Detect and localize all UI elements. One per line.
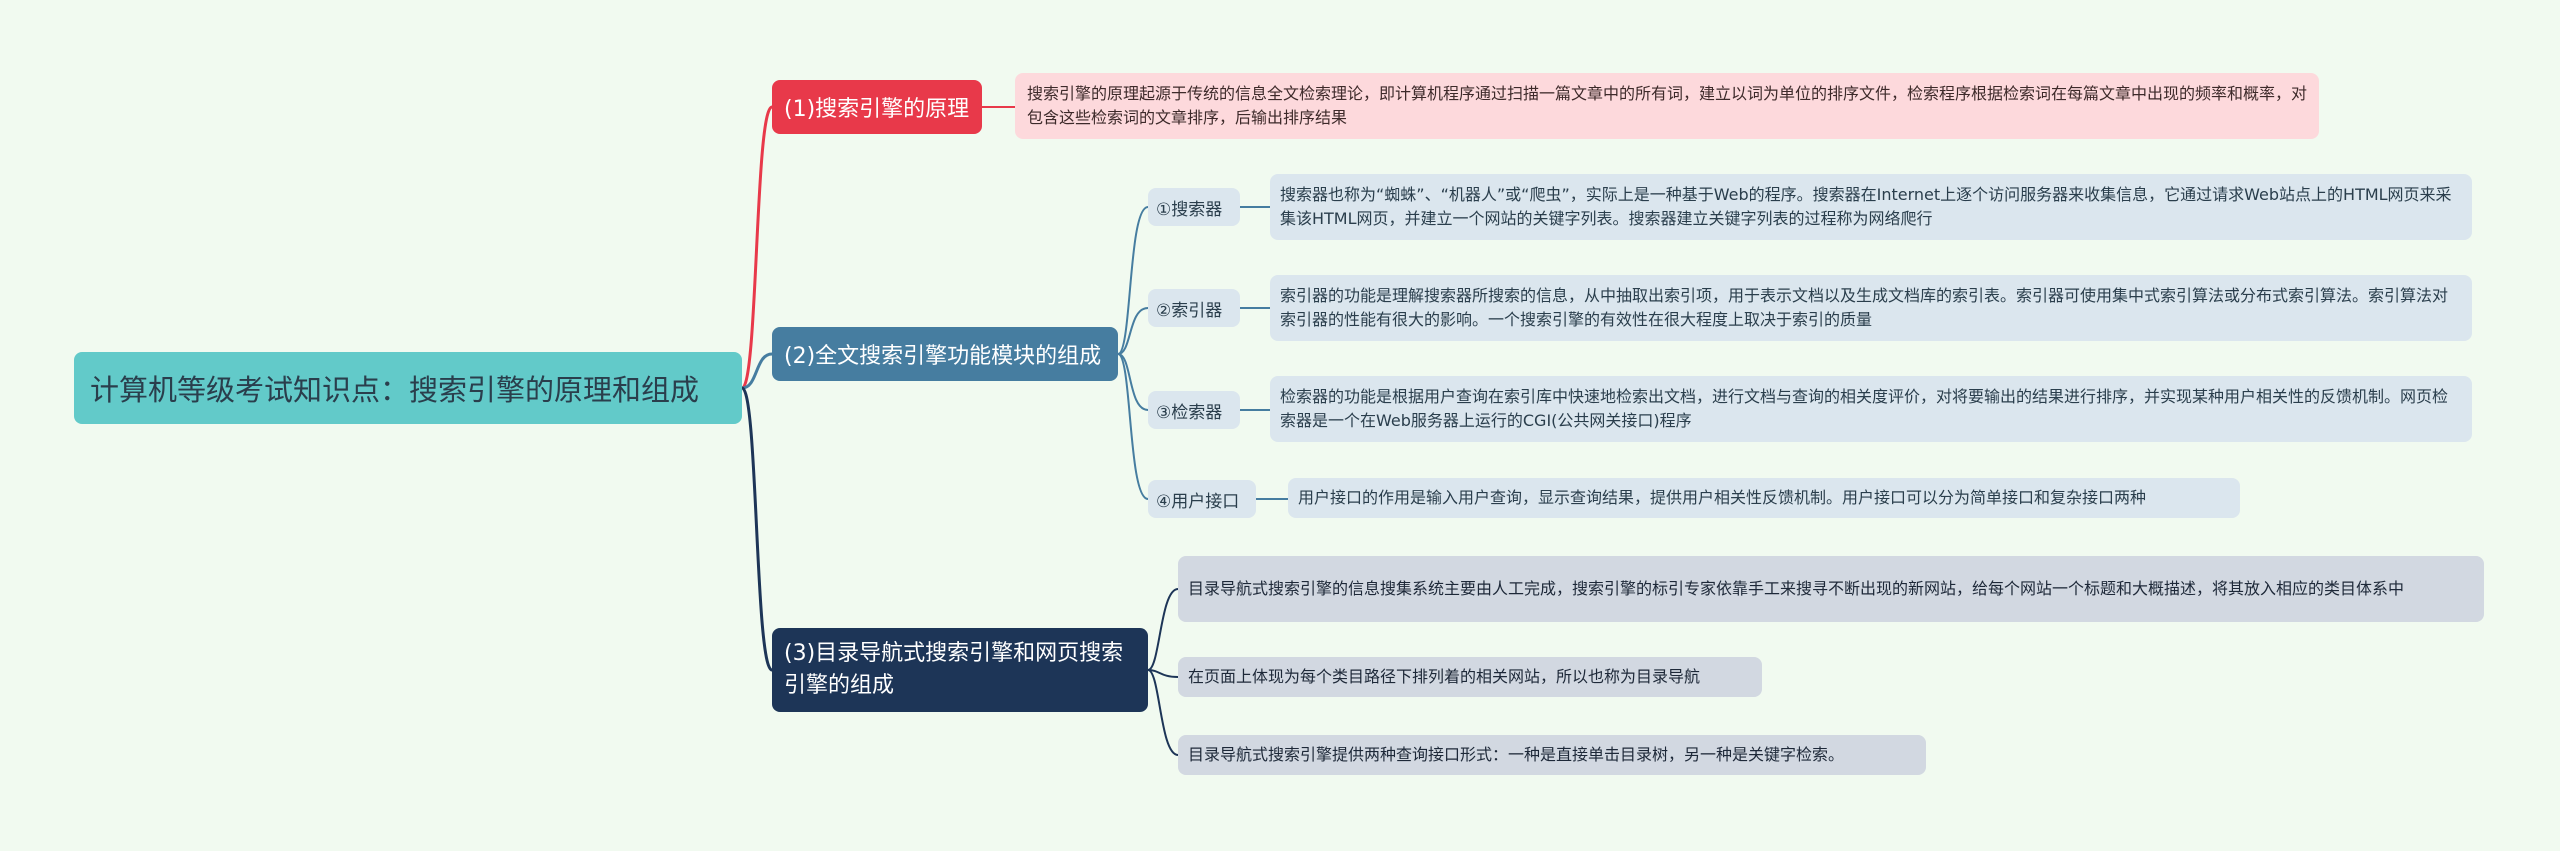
directory-detail-3[interactable]: 目录导航式搜索引擎提供两种查询接口形式：一种是直接单击目录树，另一种是关键字检索… <box>1178 735 1926 775</box>
directory-detail-2-text: 在页面上体现为每个类目路径下排列着的相关网站，所以也称为目录导航 <box>1188 667 1701 686</box>
module-retriever-detail[interactable]: 检索器的功能是根据用户查询在索引库中快速地检索出文档，进行文档与查询的相关度评价… <box>1270 376 2472 442</box>
link-b2-sub3 <box>1117 353 1149 411</box>
module-crawler[interactable]: ①搜索器 <box>1148 188 1240 226</box>
branch-fulltext-modules-label: (2)全文搜索引擎功能模块的组成 <box>784 344 1102 369</box>
module-indexer-label: ②索引器 <box>1156 300 1223 321</box>
root-topic-label: 计算机等级考试知识点：搜索引擎的原理和组成 <box>90 373 700 407</box>
link-b3-leaf3 <box>1147 669 1179 756</box>
link-b2-sub4 <box>1117 353 1149 500</box>
link-root-b2 <box>741 352 773 390</box>
principle-detail[interactable]: 搜索引擎的原理起源于传统的信息全文检索理论，即计算机程序通过扫描一篇文章中的所有… <box>1015 73 2319 139</box>
module-user-interface-detail-text: 用户接口的作用是输入用户查询，显示查询结果，提供用户相关性反馈机制。用户接口可以… <box>1298 488 2147 507</box>
module-indexer-detail-text: 索引器的功能是理解搜索器所搜索的信息，从中抽取出索引项，用于表示文档以及生成文档… <box>1280 286 2449 329</box>
module-user-interface-label: ④用户接口 <box>1156 491 1240 512</box>
directory-detail-1-text: 目录导航式搜索引擎的信息搜集系统主要由人工完成，搜索引擎的标引专家依靠手工来搜寻… <box>1188 579 2405 598</box>
branch-directory-engine-label: (3)目录导航式搜索引擎和网页搜索引擎的组成 <box>784 641 1124 698</box>
link-root-b1 <box>740 105 774 390</box>
branch-principle-label: (1)搜索引擎的原理 <box>784 97 970 122</box>
directory-detail-2[interactable]: 在页面上体现为每个类目路径下排列着的相关网站，所以也称为目录导航 <box>1178 657 1762 697</box>
module-user-interface[interactable]: ④用户接口 <box>1148 480 1256 518</box>
link-b3-leaf1 <box>1147 588 1179 671</box>
module-indexer[interactable]: ②索引器 <box>1148 289 1240 327</box>
directory-detail-3-text: 目录导航式搜索引擎提供两种查询接口形式：一种是直接单击目录树，另一种是关键字检索… <box>1188 745 1845 764</box>
module-retriever-detail-text: 检索器的功能是根据用户查询在索引库中快速地检索出文档，进行文档与查询的相关度评价… <box>1280 387 2449 430</box>
module-indexer-detail[interactable]: 索引器的功能是理解搜索器所搜索的信息，从中抽取出索引项，用于表示文档以及生成文档… <box>1270 275 2472 341</box>
link-b2-sub1 <box>1117 206 1149 355</box>
directory-detail-1[interactable]: 目录导航式搜索引擎的信息搜集系统主要由人工完成，搜索引擎的标引专家依靠手工来搜寻… <box>1178 556 2484 622</box>
root-topic[interactable]: 计算机等级考试知识点：搜索引擎的原理和组成 <box>74 352 742 424</box>
branch-fulltext-modules[interactable]: (2)全文搜索引擎功能模块的组成 <box>772 327 1118 381</box>
module-retriever-label: ③检索器 <box>1156 402 1223 423</box>
link-root-b3 <box>740 386 774 672</box>
branch-principle[interactable]: (1)搜索引擎的原理 <box>772 80 982 134</box>
module-user-interface-detail[interactable]: 用户接口的作用是输入用户查询，显示查询结果，提供用户相关性反馈机制。用户接口可以… <box>1288 478 2240 518</box>
module-retriever[interactable]: ③检索器 <box>1148 391 1240 429</box>
module-crawler-label: ①搜索器 <box>1156 199 1223 220</box>
branch-directory-engine[interactable]: (3)目录导航式搜索引擎和网页搜索引擎的组成 <box>772 628 1148 712</box>
link-b2-sub2 <box>1117 307 1149 355</box>
principle-detail-text: 搜索引擎的原理起源于传统的信息全文检索理论，即计算机程序通过扫描一篇文章中的所有… <box>1027 84 2308 127</box>
module-crawler-detail-text: 搜索器也称为“蜘蛛”、“机器人”或“爬虫”，实际上是一种基于Web的程序。搜索器… <box>1280 185 2452 228</box>
module-crawler-detail[interactable]: 搜索器也称为“蜘蛛”、“机器人”或“爬虫”，实际上是一种基于Web的程序。搜索器… <box>1270 174 2472 240</box>
